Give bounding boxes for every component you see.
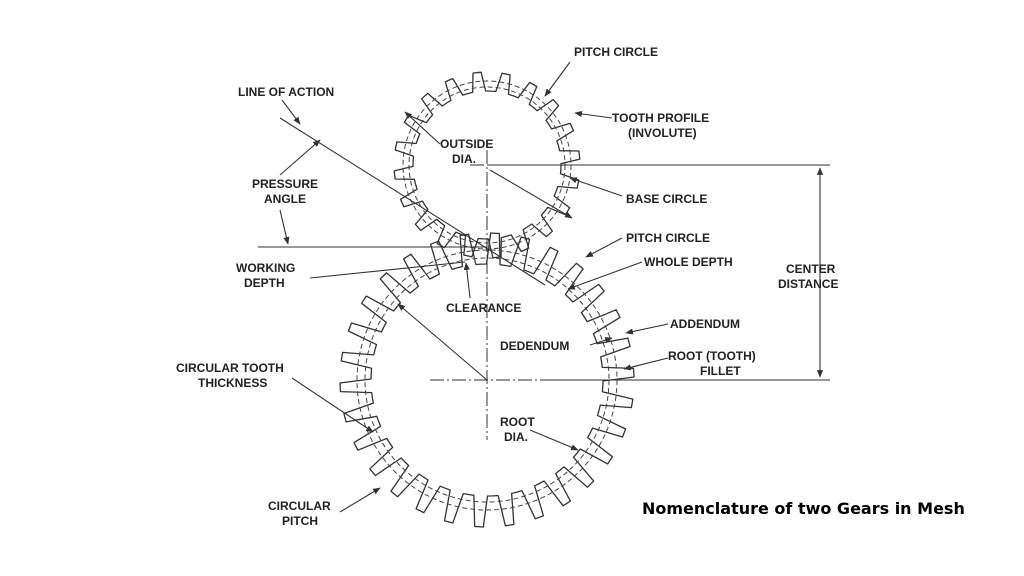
label-circular-tooth-thickness-line1: CIRCULAR TOOTH: [176, 361, 284, 375]
leader-root-dia-a: [397, 303, 488, 381]
leader-line-of-action: [281, 99, 301, 125]
leader-tooth-profile: [574, 110, 613, 119]
label-root-fillet-line1: ROOT (TOOTH): [668, 349, 756, 363]
label-pitch-circle-top: PITCH CIRCLE: [574, 45, 658, 59]
label-tooth-profile-line2: (INVOLUTE): [628, 126, 697, 140]
label-addendum: ADDENDUM: [670, 317, 740, 331]
leader-pressure-angle-up: [279, 139, 321, 176]
label-center-distance-line1: CENTER: [786, 262, 836, 276]
leader-circular-tooth-thickness: [291, 377, 374, 433]
label-line-of-action: LINE OF ACTION: [238, 85, 334, 99]
label-root-dia-line2: DIA.: [504, 430, 528, 444]
label-whole-depth: WHOLE DEPTH: [644, 255, 733, 269]
leader-pressure-angle-down: [279, 209, 290, 245]
line-of-action: [279, 117, 546, 286]
leader-circular-pitch: [339, 487, 381, 513]
label-circular-pitch-line2: PITCH: [282, 514, 318, 528]
leader-outside-dia-b: [489, 169, 573, 219]
leader-whole-depth: [567, 261, 643, 290]
label-circular-pitch-line1: CIRCULAR: [268, 499, 331, 513]
label-root-fillet-line2: FILLET: [700, 364, 741, 378]
leader-pitch-circle-top: [544, 61, 571, 97]
leader-root-dia-b: [529, 429, 579, 451]
leader-dedendum: [589, 337, 613, 346]
small-gear-outline: [393, 71, 581, 259]
diagram-caption: Nomenclature of two Gears in Mesh: [642, 499, 965, 518]
label-pressure-angle-line2: ANGLE: [264, 192, 306, 206]
label-center-distance-line2: DISTANCE: [778, 277, 838, 291]
label-outside-dia-line1: OUTSIDE: [440, 137, 493, 151]
label-outside-dia-line2: DIA.: [452, 152, 476, 166]
label-pressure-angle-line1: PRESSURE: [252, 177, 318, 191]
leader-outside-dia-a: [404, 111, 441, 145]
label-base-circle: BASE CIRCLE: [626, 192, 707, 206]
label-pitch-circle-bottom: PITCH CIRCLE: [626, 231, 710, 245]
label-clearance: CLEARANCE: [446, 301, 521, 315]
leader-root-fillet: [623, 357, 669, 371]
leader-base-circle: [569, 177, 623, 197]
leader-working-depth: [309, 261, 466, 279]
label-dedendum: DEDENDUM: [500, 339, 569, 353]
label-root-dia-line1: ROOT: [500, 415, 535, 429]
leader-pitch-circle-bottom: [585, 237, 623, 258]
label-working-depth-line1: WORKING: [236, 261, 295, 275]
leader-addendum-a: [625, 323, 669, 335]
label-tooth-profile-line1: TOOTH PROFILE: [612, 111, 709, 125]
label-circular-tooth-thickness-line2: THICKNESS: [198, 376, 267, 390]
large-gear-outline: [339, 232, 635, 528]
label-working-depth-line2: DEPTH: [244, 276, 285, 290]
leader-clearance: [463, 262, 471, 299]
